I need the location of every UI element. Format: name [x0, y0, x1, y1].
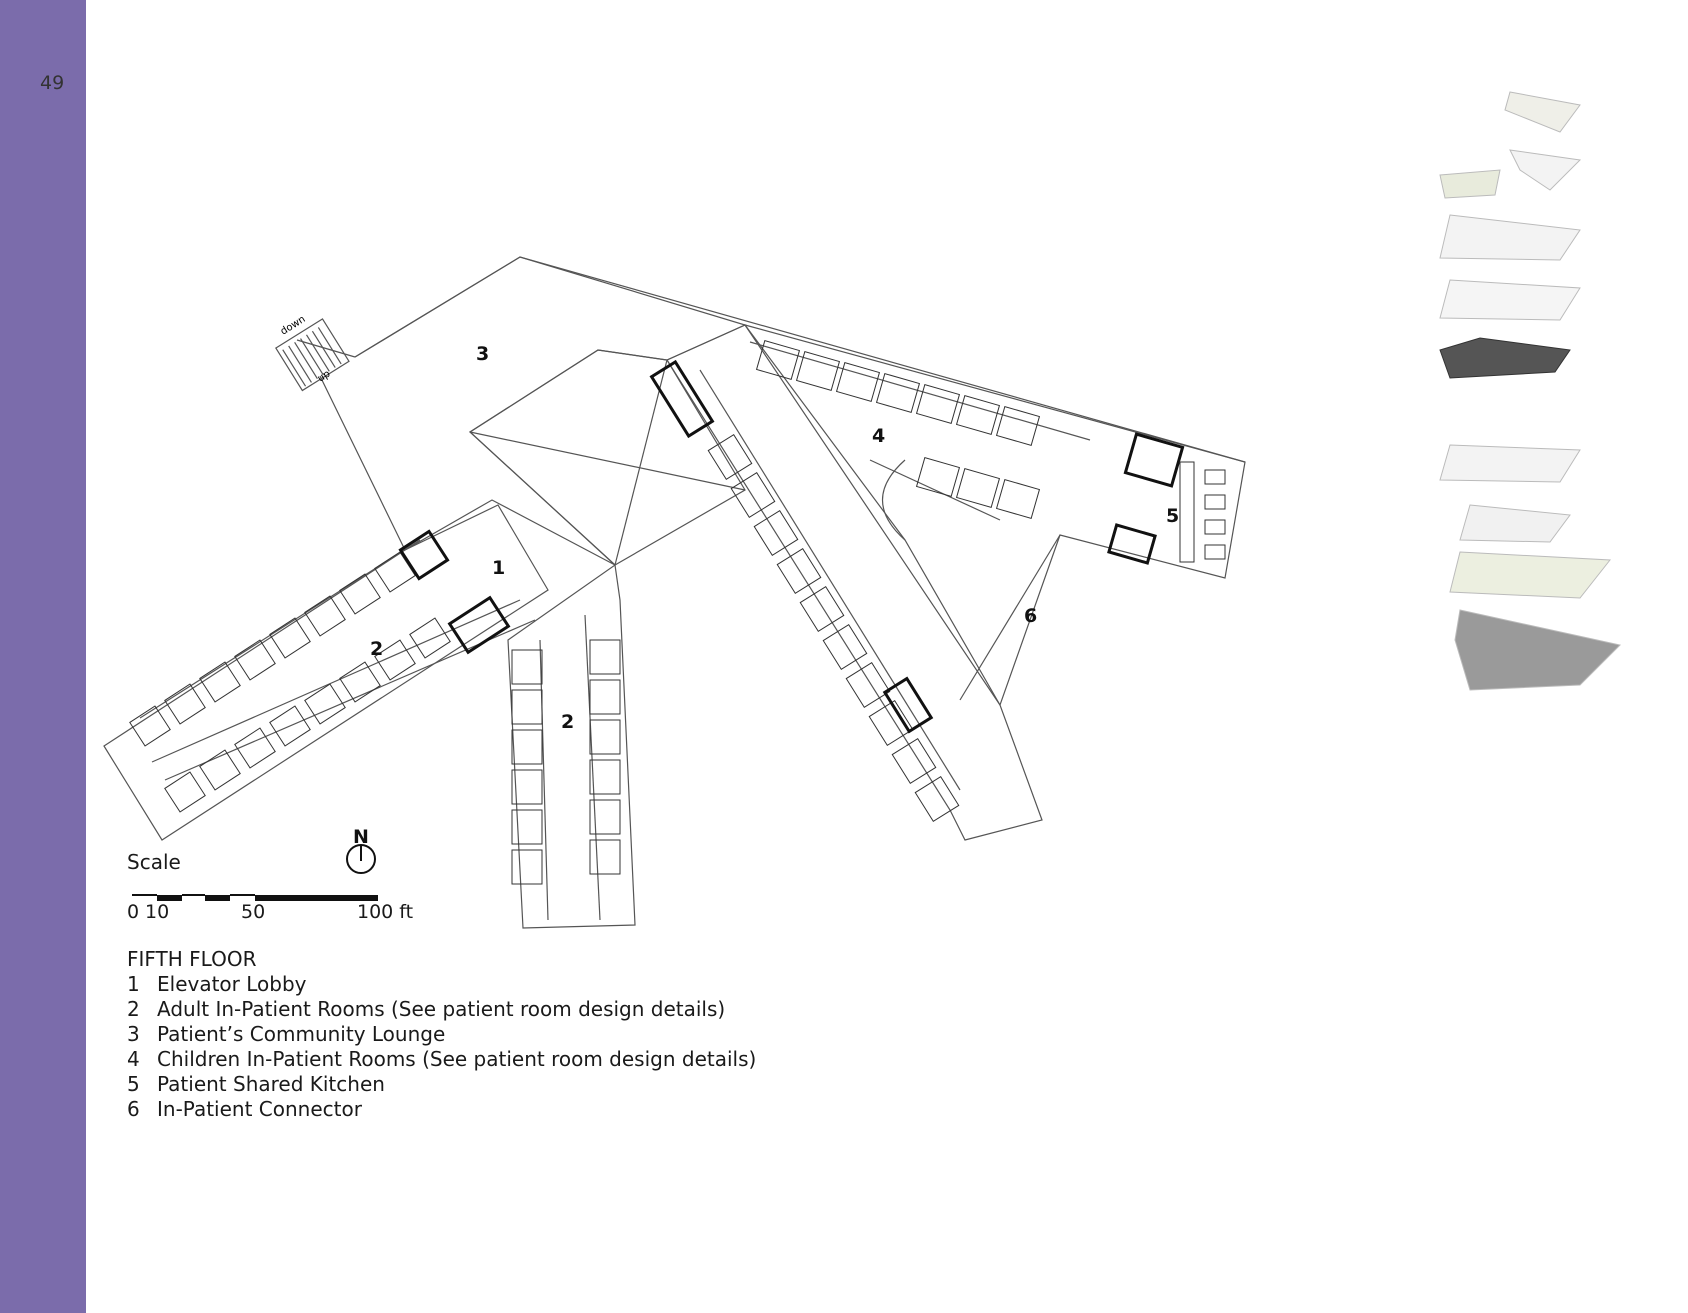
- stair-core-west: [398, 529, 450, 581]
- south-wing: [507, 563, 636, 929]
- legend-number: 5: [127, 1072, 140, 1096]
- legend-number: 4: [127, 1047, 140, 1071]
- legend-text: Elevator Lobby: [157, 972, 307, 996]
- west-wing: [103, 504, 549, 841]
- sidebar-band: [0, 0, 86, 1313]
- legend-text: Patient Shared Kitchen: [157, 1072, 385, 1096]
- scale-tick-100: 100 ft: [357, 901, 414, 923]
- legend-item: 6 In-Patient Connector: [127, 1097, 756, 1122]
- floor-stack-thumbnails: [1439, 91, 1622, 691]
- stair-core-north: [649, 359, 715, 439]
- stair-label-up: up: [316, 368, 333, 384]
- stair-core-diagonal: [882, 676, 934, 734]
- elevator-core-northeast: [1123, 432, 1185, 488]
- skylight: [469, 349, 746, 566]
- diagonal-wing-rooms: [707, 433, 960, 823]
- legend-item: 1 Elevator Lobby: [127, 972, 756, 997]
- zone-label-1: 1: [492, 557, 505, 579]
- zone-label-3: 3: [476, 343, 489, 365]
- scale-tick-10: 10: [145, 901, 170, 923]
- north-arrow: N: [346, 826, 376, 874]
- elevator-core-west: [447, 595, 511, 655]
- zone-label-2-west: 2: [370, 638, 383, 660]
- legend-text: Children In-Patient Rooms (See patient r…: [157, 1047, 757, 1071]
- legend-text: Adult In-Patient Rooms (See patient room…: [157, 997, 726, 1021]
- scale-label: Scale: [127, 850, 181, 874]
- stair-label-down: down: [279, 314, 308, 338]
- elevator-core-kitchen: [1107, 523, 1157, 565]
- north-arrow-letter: N: [353, 826, 369, 848]
- stair-flight: [275, 318, 350, 392]
- zone-label-4: 4: [872, 425, 885, 447]
- scale-tick-50: 50: [241, 901, 266, 923]
- legend-text: In-Patient Connector: [157, 1097, 362, 1121]
- legend-item: 3 Patient’s Community Lounge: [127, 1022, 756, 1047]
- legend-number: 3: [127, 1022, 140, 1046]
- legend-text: Patient’s Community Lounge: [157, 1022, 446, 1046]
- scale-tick-0: 0: [127, 901, 140, 923]
- scale-bar: [132, 894, 378, 901]
- east-diagonal-wing: [666, 324, 1043, 841]
- legend-item: 2 Adult In-Patient Rooms (See patient roo…: [127, 997, 756, 1022]
- legend-item: 5 Patient Shared Kitchen: [127, 1072, 756, 1097]
- zone-label-2-south: 2: [561, 711, 574, 733]
- zone-label-5: 5: [1166, 505, 1179, 527]
- page-number: 49: [40, 72, 65, 94]
- legend: FIFTH FLOOR 1 Elevator Lobby 2 Adult In-Pa…: [127, 947, 756, 1122]
- highlighted-level-thumbnail: [1439, 337, 1571, 379]
- west-wing-rooms: [129, 551, 451, 813]
- zone-label-6: 6: [1024, 605, 1037, 627]
- lounge-outline: [296, 256, 1246, 551]
- lounge-boundary: [354, 256, 747, 566]
- legend-number: 6: [127, 1097, 140, 1121]
- legend-number: 2: [127, 997, 140, 1021]
- legend-title: FIFTH FLOOR: [127, 947, 257, 971]
- south-wing-rooms: [511, 639, 621, 885]
- northeast-wing-rooms: [755, 340, 1041, 519]
- legend-item: 4 Children In-Patient Rooms (See patient …: [127, 1047, 756, 1072]
- legend-number: 1: [127, 972, 140, 996]
